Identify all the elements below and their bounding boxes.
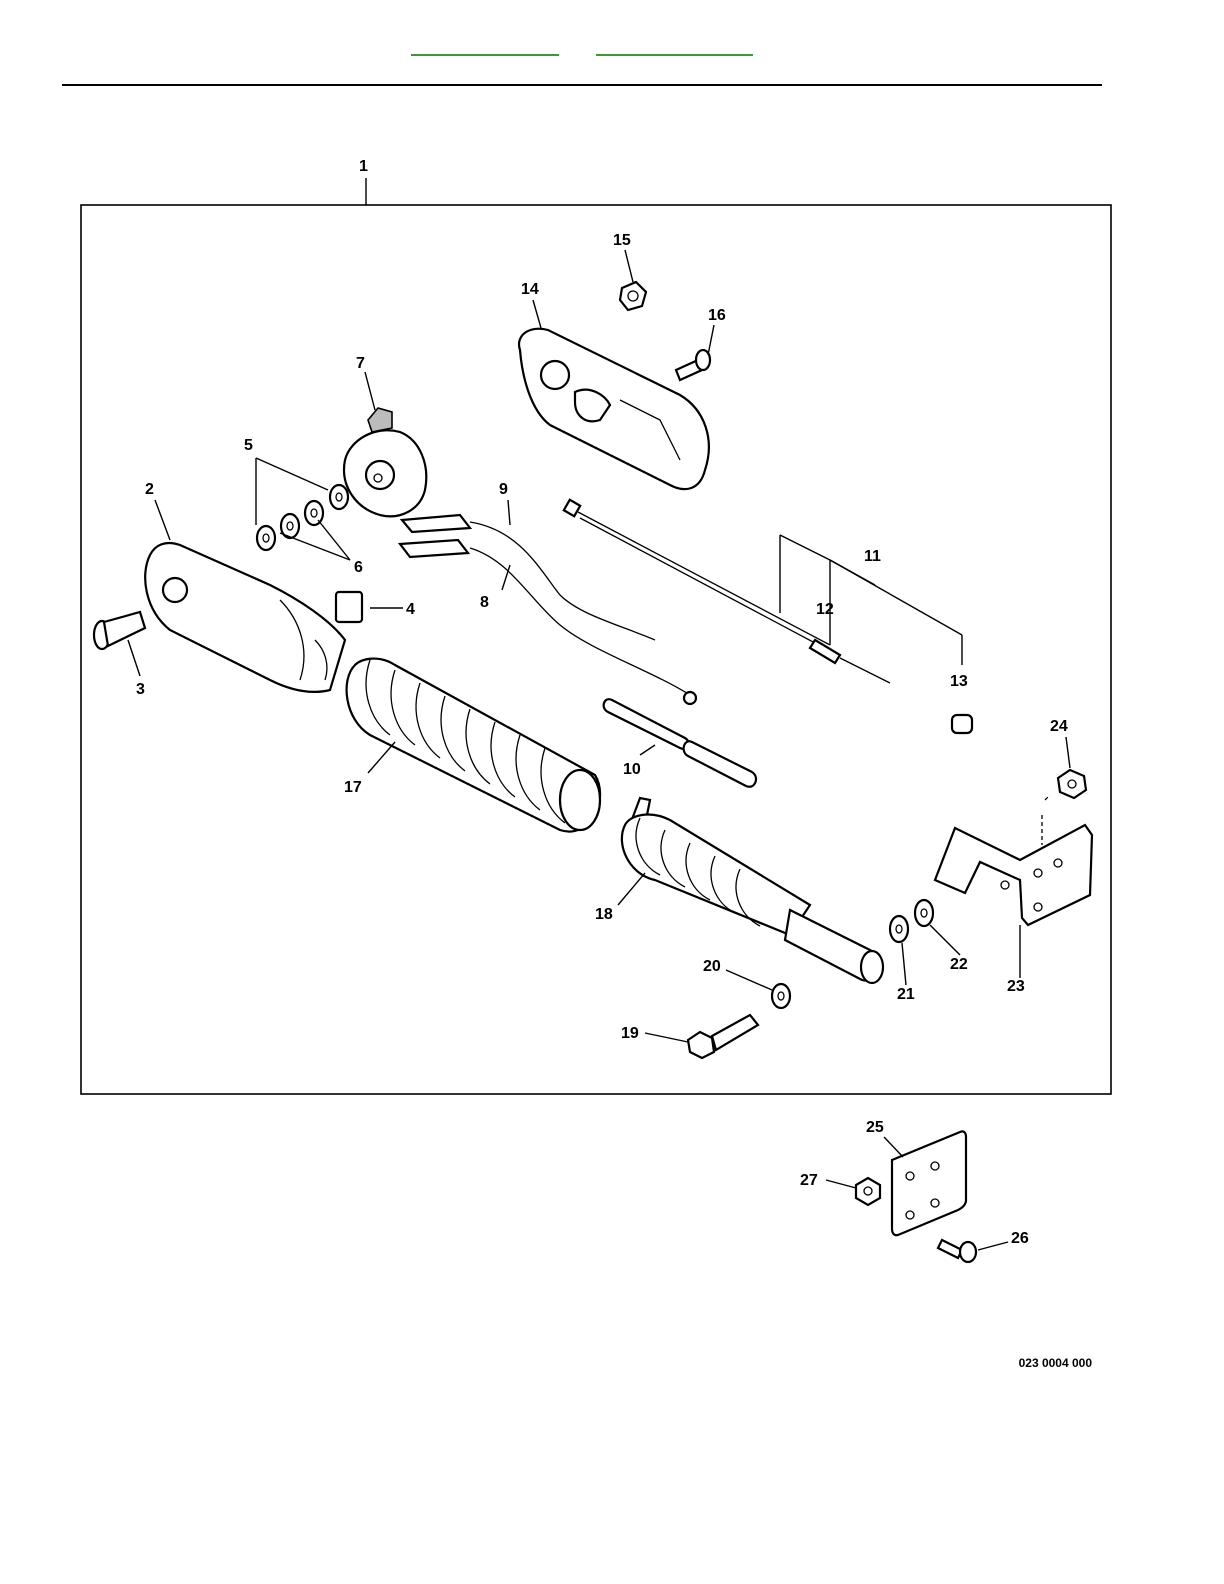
callout-24: 24: [1050, 718, 1068, 735]
callout-10: 10: [623, 761, 641, 778]
callout-3: 3: [136, 681, 145, 698]
callout-15: 15: [613, 232, 631, 249]
callout-labels: 1 2 3 4 5 6 7 8 9 10 11 12 13 14 15 16 1…: [136, 158, 1068, 1247]
part-23-bracket: [935, 825, 1092, 925]
callout-26: 26: [1011, 1230, 1029, 1247]
callout-14: 14: [521, 281, 539, 298]
part-17-hose: [347, 659, 601, 832]
callout-9: 9: [499, 481, 508, 498]
callout-25: 25: [866, 1119, 884, 1136]
callout-12: 12: [816, 601, 834, 618]
part-2-handle-housing: [145, 543, 345, 692]
part-7-switch: [344, 408, 426, 516]
callout-23: 23: [1007, 978, 1025, 995]
callout-8: 8: [480, 594, 489, 611]
callout-19: 19: [621, 1025, 639, 1042]
callout-5: 5: [244, 437, 253, 454]
callout-6: 6: [354, 559, 363, 576]
callout-21: 21: [897, 986, 915, 1003]
callout-1: 1: [359, 158, 368, 175]
part-19-bolt: [688, 1015, 758, 1058]
part-27-nut: [856, 1178, 880, 1205]
part-18-spring-shaft: [622, 798, 883, 983]
parts-21-22-washers: [890, 900, 933, 942]
part-14-upper-housing: [519, 329, 709, 489]
part-20-washer: [772, 984, 790, 1008]
part-25-plate: [892, 1131, 966, 1235]
callout-11: 11: [864, 548, 881, 565]
callout-13: 13: [950, 673, 968, 690]
callout-4: 4: [406, 601, 415, 618]
callout-20: 20: [703, 958, 721, 975]
figure-code: 023 0004 000: [1019, 1356, 1092, 1370]
parts-11-13-cable: [564, 500, 972, 733]
callout-18: 18: [595, 906, 613, 923]
callout-7: 7: [356, 355, 365, 372]
callout-22: 22: [950, 956, 968, 973]
callout-16: 16: [708, 307, 726, 324]
part-15-nut: [620, 282, 646, 310]
part-4-block: [336, 592, 362, 622]
part-16-screw: [676, 350, 710, 380]
parts-8-9-wires: [400, 515, 696, 704]
part-3-screw: [94, 612, 145, 649]
callout-17: 17: [344, 779, 362, 796]
callout-27: 27: [800, 1172, 818, 1189]
part-26-screw: [938, 1240, 976, 1262]
callout-2: 2: [145, 481, 154, 498]
